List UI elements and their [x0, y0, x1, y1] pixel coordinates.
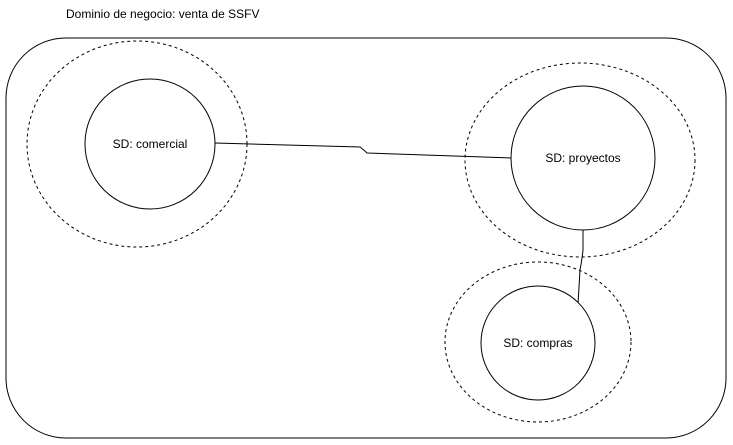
subdomain-label-proyectos: SD: proyectos — [545, 151, 620, 165]
subdomain-proyectos: SD: proyectos — [464, 62, 696, 258]
subdomain-compras: SD: compras — [444, 261, 632, 423]
subdomain-label-compras: SD: compras — [503, 336, 572, 350]
edge-proyectos-compras — [577, 230, 584, 305]
domain-boundary — [5, 37, 727, 439]
bounded-context-boundary — [444, 261, 632, 423]
subdomain-circle — [510, 85, 656, 231]
subdomain-circle — [84, 78, 216, 210]
subdomain-circle — [480, 285, 596, 401]
subdomain-comercial: SD: comercial — [26, 40, 248, 248]
diagram-title: Dominio de negocio: venta de SSFV — [66, 7, 260, 21]
bounded-context-boundary — [464, 62, 696, 258]
subdomain-label-comercial: SD: comercial — [113, 137, 188, 151]
edge-comercial-proyectos — [214, 142, 513, 159]
bounded-context-boundary — [26, 40, 248, 248]
